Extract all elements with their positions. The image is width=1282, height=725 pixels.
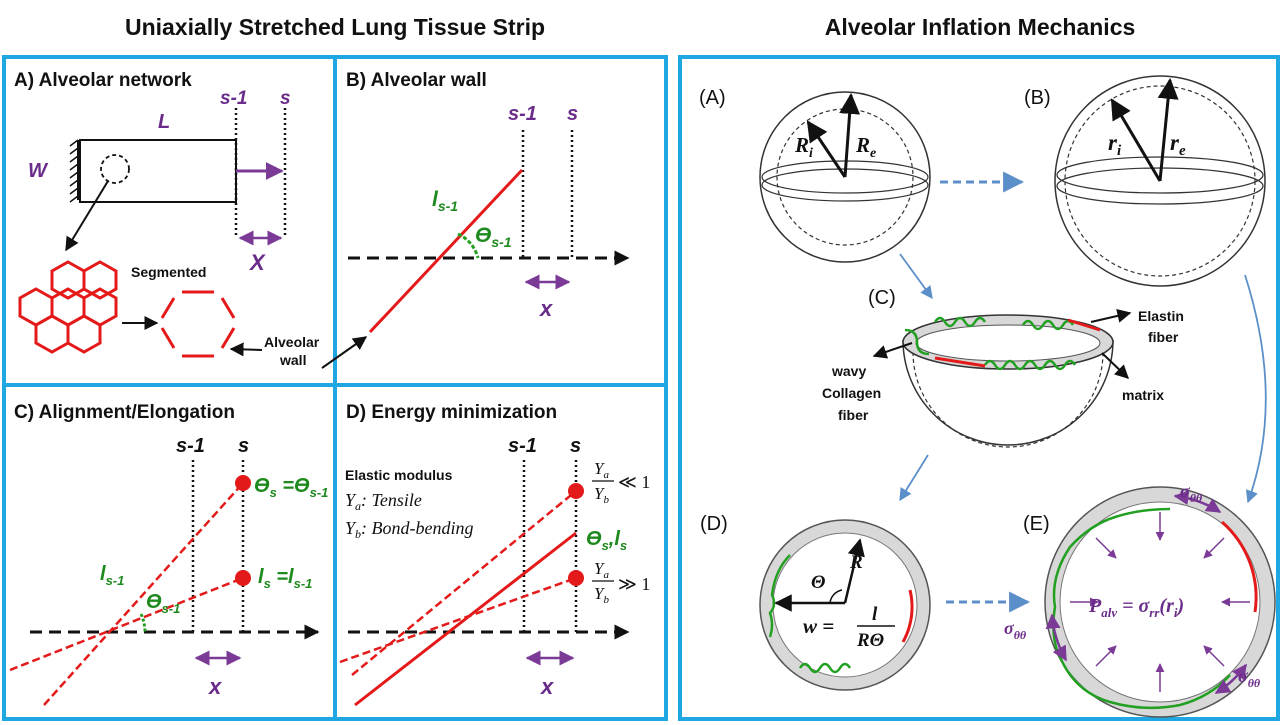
panel-d: D) Energy minimization s-1 s Elastic mod… (339, 402, 650, 707)
label-collagen: Collagen (822, 385, 881, 401)
label-frac-den: RΘ (856, 630, 884, 651)
elastin-fiber-C (1067, 318, 1101, 332)
label-L: L (158, 111, 170, 133)
label-P-eq: Palv = σrr(ri) (1088, 595, 1184, 620)
label-sigma-top: σθθ (1180, 481, 1203, 505)
panel-c-title: C) Alignment/Elongation (14, 402, 235, 423)
right-panel: (A) (B) (C) (D) (E) Ri Re ri re (699, 75, 1276, 718)
node-top-c (235, 475, 251, 491)
ratio-bot-rel: ≫ 1 (618, 574, 650, 594)
label-R: R (849, 552, 863, 573)
label-Ri: Ri (794, 133, 813, 161)
label-l-c: ls-1 (100, 563, 124, 588)
wall-bottom-d (339, 576, 577, 664)
label-x-c: x (208, 674, 222, 699)
node-top-d (568, 483, 584, 499)
panel-b-title: B) Alveolar wall (346, 70, 487, 91)
ratio-top-num: Ya (594, 459, 609, 481)
label-B: (B) (1024, 87, 1051, 109)
alveolar-wall-b (368, 168, 524, 334)
panel-c: C) Alignment/Elongation s-1 s ϴs =ϴs-1 l… (9, 402, 328, 706)
panel-d-frame (333, 383, 668, 721)
label-s-1-b: s-1 (508, 103, 537, 125)
tissue-strip (79, 139, 237, 203)
label-x-b: x (539, 296, 553, 321)
ratio-bot-den: Yb (594, 584, 609, 606)
label-ya: Ya: Tensile (345, 490, 422, 513)
label-ri: ri (1108, 130, 1122, 159)
panel-d-title: D) Energy minimization (346, 402, 557, 423)
label-Re: Re (855, 133, 876, 161)
collagen-fiber-C (933, 316, 987, 328)
elastin-fiber-E (1221, 520, 1258, 613)
node-bottom-d (568, 570, 584, 586)
right-frame (678, 55, 1280, 721)
segmented-hexagon (160, 290, 236, 358)
sphere-B: ri re (1054, 75, 1266, 287)
label-theta-c: ϴs-1 (146, 591, 180, 616)
label-theta-eq-c: ϴs =ϴs-1 (254, 475, 328, 500)
ring-E: Palv = σrr(ri) σθθ σθθ σθθ (1004, 481, 1276, 718)
label-x-d: x (540, 674, 554, 699)
label-W: W (28, 160, 49, 182)
wall-shallow-c (9, 576, 244, 672)
label-X: X (248, 250, 266, 275)
label-l-b: ls-1 (432, 188, 458, 214)
label-matrix: matrix (1122, 387, 1164, 403)
sphere-A: Ri Re (759, 91, 931, 263)
label-D: (D) (700, 513, 728, 535)
label-s-c: s (238, 435, 249, 457)
ring-D: R Θ w = l RΘ (759, 519, 931, 691)
label-s-1-d: s-1 (508, 435, 537, 457)
label-sigma-left: σθθ (1004, 618, 1027, 642)
right-header: Alveolar Inflation Mechanics (825, 14, 1136, 40)
label-yb: Yb: Bond-bending (345, 518, 474, 541)
dashed-circle (100, 154, 130, 184)
label-E: (E) (1023, 513, 1050, 535)
label-C: (C) (868, 287, 896, 309)
panel-b: B) Alveolar wall s-1 s ls-1 ϴs-1 x (346, 70, 630, 334)
panel-a: A) Alveolar network L W s-1 s X (14, 70, 368, 369)
label-w-eq: w = (803, 614, 834, 638)
label-s-1-c: s-1 (176, 435, 205, 457)
label-segmented: Segmented (131, 264, 206, 280)
label-frac-num: l (872, 604, 878, 625)
label-s: s (280, 88, 291, 109)
angle-arc-b (457, 232, 480, 259)
label-elastic-modulus: Elastic modulus (345, 467, 453, 483)
hemisphere-C: Elastin fiber wavy Collagen fiber matrix (822, 308, 1184, 448)
label-s-d: s (570, 435, 581, 457)
honeycomb (18, 260, 118, 354)
node-bottom-c (235, 570, 251, 586)
label-Theta: Θ (811, 572, 826, 593)
label-A: (A) (699, 87, 726, 109)
label-l-eq-c: ls =ls-1 (258, 566, 312, 591)
label-elastin-fiber: fiber (1148, 329, 1179, 345)
label-wavy: wavy (831, 363, 866, 379)
label-alveolar: Alveolar (264, 334, 320, 350)
panel-b-frame (333, 55, 668, 387)
panel-c-frame (2, 383, 337, 721)
label-theta-l-d: ϴs,ls (586, 528, 627, 553)
ratio-bot-num: Ya (594, 559, 609, 581)
wall-steep-c (43, 482, 244, 706)
ratio-top-den: Yb (594, 484, 609, 506)
angle-arc-c (139, 613, 147, 633)
label-theta-b: ϴs-1 (475, 224, 512, 250)
wall-solid-d (354, 531, 577, 707)
left-header: Uniaxially Stretched Lung Tissue Strip (125, 14, 545, 40)
label-s-1: s-1 (220, 88, 247, 109)
label-elastin: Elastin (1138, 308, 1184, 324)
label-sigma-bottom: σθθ (1238, 666, 1261, 690)
panel-a-title: A) Alveolar network (14, 70, 192, 91)
label-s-b: s (567, 103, 578, 125)
label-re: re (1170, 130, 1186, 159)
ratio-top-rel: ≪ 1 (618, 472, 650, 492)
label-wall: wall (279, 352, 306, 368)
label-collagen-fiber: fiber (838, 407, 869, 423)
